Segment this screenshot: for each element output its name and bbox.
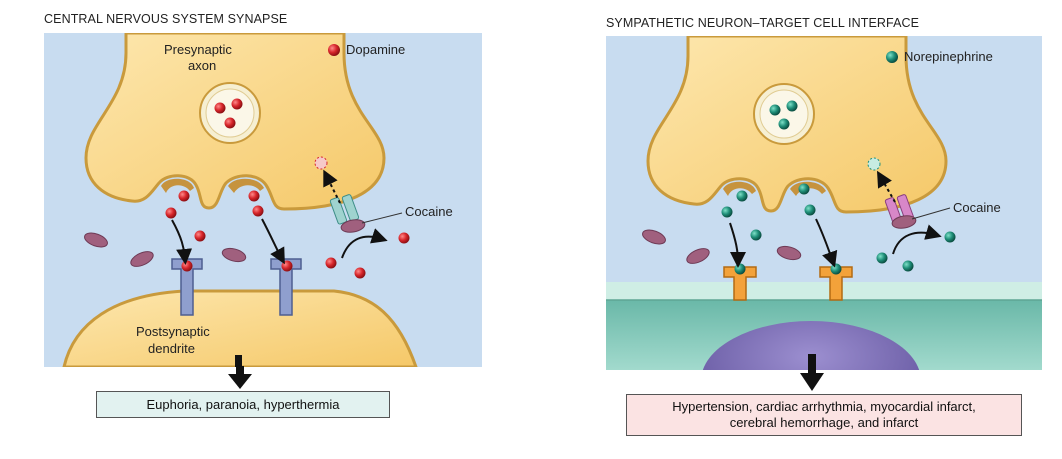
dopamine-receptor <box>171 258 203 316</box>
dopamine-legend-icon <box>328 44 340 56</box>
norepinephrine-molecule <box>750 229 762 241</box>
dopamine-molecule <box>325 257 337 269</box>
cocaine-label-leader <box>361 212 403 224</box>
release-arrow <box>729 222 746 268</box>
norepinephrine-molecule <box>798 183 810 195</box>
dopamine-molecule <box>178 190 190 202</box>
bound-norepinephrine <box>830 263 842 275</box>
diverted-arrow <box>341 228 388 259</box>
cocaine-molecule <box>340 219 366 233</box>
cns-synapse-diagram: Dopamine Presynaptic axon Cocaine Postsy… <box>44 33 482 367</box>
norepinephrine-legend-label: Norepinephrine <box>904 49 993 64</box>
diverted-arrow <box>892 224 942 255</box>
dopamine-legend-label: Dopamine <box>346 42 405 57</box>
postsynaptic-dendrite <box>62 289 418 367</box>
norepinephrine-molecule <box>944 231 956 243</box>
dopamine-molecule <box>165 207 177 219</box>
postsynaptic-label-line1: Postsynaptic <box>136 324 210 339</box>
cocaine-molecule <box>891 215 917 229</box>
dopamine-receptor <box>270 258 302 316</box>
release-arrow <box>261 218 285 265</box>
outcome-line-2: cerebral hemorrhage, and infarct <box>729 415 919 430</box>
norepinephrine-molecule <box>786 100 798 112</box>
sympathetic-outcome-box: Hypertension, cardiac arrhythmia, myocar… <box>626 394 1022 436</box>
outcome-arrow-head <box>228 366 252 389</box>
dopamine-transporter <box>329 194 360 225</box>
blocked-dopamine-ghost <box>314 156 328 170</box>
blocked-reuptake-arrow <box>877 170 896 203</box>
dopamine-molecule <box>252 205 264 217</box>
dopamine-molecule <box>194 230 206 242</box>
blocked-norepinephrine-ghost <box>867 157 881 171</box>
vesicle-pit <box>161 178 194 193</box>
postsynaptic-label-line2: dendrite <box>148 341 195 356</box>
right-panel-title: SYMPATHETIC NEURON–TARGET CELL INTERFACE <box>606 16 920 30</box>
outcome-line-1: Hypertension, cardiac arrhythmia, myocar… <box>672 399 976 414</box>
blocked-reuptake-arrow <box>323 169 341 204</box>
cns-outcome-box: Euphoria, paranoia, hyperthermia <box>96 391 390 418</box>
cocaine-molecule <box>776 245 802 261</box>
vesicle-pit <box>723 181 756 196</box>
norepinephrine-molecule <box>778 118 790 130</box>
sympathetic-interface-diagram: Norepinephrine Cocaine <box>606 36 1042 370</box>
adrenergic-receptor <box>723 266 757 301</box>
outcome-arrow <box>800 354 824 391</box>
synaptic-vesicle-inner <box>759 89 809 139</box>
norepinephrine-legend-icon <box>886 51 898 63</box>
cocaine-molecule <box>686 248 710 264</box>
vesicle-pit <box>228 178 264 193</box>
dopamine-molecule <box>398 232 410 244</box>
cocaine-label-leader <box>911 207 951 220</box>
norepinephrine-molecule <box>736 190 748 202</box>
release-arrow <box>815 218 838 268</box>
dopamine-molecule <box>214 102 226 114</box>
presynaptic-label-line2: axon <box>188 58 216 73</box>
norepinephrine-molecule <box>876 252 888 264</box>
norepinephrine-molecule <box>902 260 914 272</box>
release-arrow <box>171 219 193 265</box>
presynaptic-label-line1: Presynaptic <box>164 42 232 57</box>
norepinephrine-molecule <box>804 204 816 216</box>
dopamine-molecule <box>354 267 366 279</box>
norepinephrine-molecule <box>721 206 733 218</box>
cocaine-label: Cocaine <box>405 204 453 219</box>
norepinephrine-molecule <box>769 104 781 116</box>
left-panel-title: CENTRAL NERVOUS SYSTEM SYNAPSE <box>44 12 288 26</box>
adrenergic-receptor <box>819 266 853 301</box>
target-cell-nucleus <box>702 321 920 370</box>
dopamine-molecule <box>224 117 236 129</box>
dopamine-molecule <box>248 190 260 202</box>
cocaine-molecule <box>84 232 108 248</box>
cocaine-molecule <box>221 247 247 263</box>
target-cell-membrane <box>606 282 1042 300</box>
cocaine-label: Cocaine <box>953 200 1001 215</box>
synaptic-vesicle-inner <box>205 88 255 138</box>
outcome-arrow <box>235 355 242 367</box>
cocaine-molecule <box>642 229 666 245</box>
dopamine-molecule <box>231 98 243 110</box>
bound-norepinephrine <box>734 263 746 275</box>
vesicle-pit <box>790 181 826 196</box>
bound-dopamine <box>181 260 193 272</box>
cocaine-molecule <box>130 251 154 267</box>
bound-dopamine <box>281 260 293 272</box>
